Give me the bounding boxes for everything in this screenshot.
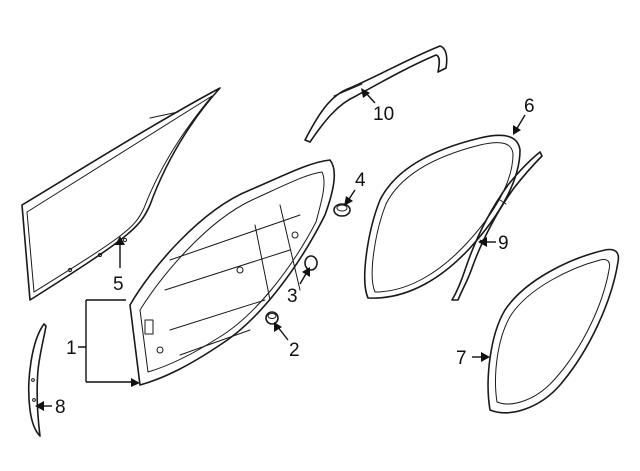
leader-lines bbox=[35, 88, 526, 411]
part-door-shell bbox=[129, 159, 336, 386]
callout-1: 1 bbox=[66, 338, 77, 359]
part-body-weatherstrip bbox=[487, 248, 620, 414]
callout-6: 6 bbox=[524, 96, 535, 117]
part-edge-seal bbox=[27, 323, 47, 437]
callout-9: 9 bbox=[498, 233, 509, 254]
callout-8: 8 bbox=[55, 397, 66, 418]
callout-4: 4 bbox=[355, 170, 366, 191]
part-door-weatherstrip bbox=[363, 134, 521, 299]
callout-7: 7 bbox=[456, 348, 467, 369]
part-side-molding bbox=[451, 151, 543, 301]
part-bumper bbox=[265, 311, 279, 325]
part-upper-channel bbox=[304, 45, 448, 143]
callout-5: 5 bbox=[113, 274, 124, 295]
part-door-outer-panel bbox=[21, 87, 221, 301]
callout-2: 2 bbox=[289, 340, 300, 361]
part-grommet bbox=[333, 203, 351, 217]
callout-3: 3 bbox=[287, 286, 298, 307]
callout-10: 10 bbox=[373, 104, 394, 125]
part-plug bbox=[304, 255, 318, 271]
